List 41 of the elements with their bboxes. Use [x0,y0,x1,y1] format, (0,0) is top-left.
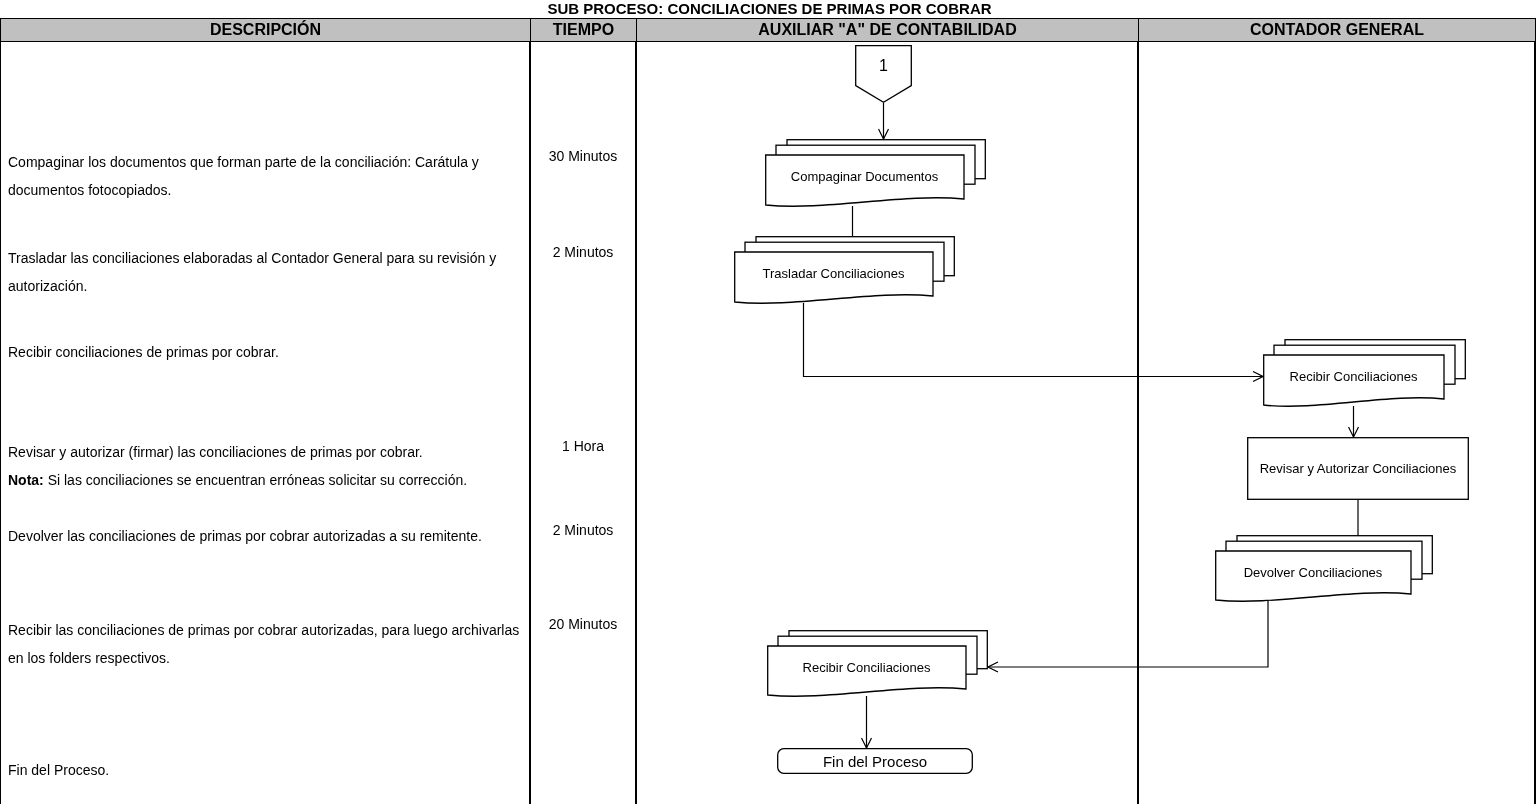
step-duration: 2 Minutos [551,521,615,540]
node-label: Fin del Proceso [822,752,928,770]
step-description: Trasladar las conciliaciones elaboradas al Contador General para su revisión y autorización. [8,249,498,296]
multi-document-shape [1215,535,1433,603]
diagram-title: SUB PROCESO: CONCILIACIONES DE PRIMAS POR COBRAR [546,0,993,18]
arrow [802,302,1264,383]
node-label: Devolver Conciliaciones [1243,563,1383,581]
arrow [987,600,1269,673]
multi-document-shape [767,630,988,698]
step-duration: 30 Minutos [547,147,619,166]
multi-document-shape [1263,339,1466,408]
step-description: Devolver las conciliaciones de primas por cobrar autorizadas a su remitente. [8,527,483,546]
multi-document-shape [765,139,986,208]
multi-document-shape [734,236,955,305]
step-description: Fin del Proceso. [8,761,111,780]
step-duration: 1 Hora [561,437,605,456]
off-page-connector [855,45,912,103]
connector-line [851,205,854,237]
step-duration: 20 Minutos [547,615,619,634]
column-header: DESCRIPCIÓN [0,18,531,42]
node-label: Trasladar Conciliaciones [762,265,905,282]
step-description: Recibir las conciliaciones de primas por cobrar autorizadas, para luego archivarlas en los folders respectivos. [8,621,521,668]
arrow [860,695,873,749]
step-description: Revisar y autorizar (firmar) las conciliaciones de primas por cobrar. [8,443,424,462]
node-label: Recibir Conciliaciones [802,658,931,676]
terminator-box [777,748,973,774]
step-description: Recibir conciliaciones de primas por cobrar. [8,343,280,362]
step-description: Nota: Si las conciliaciones se encuentran erróneas solicitar su corrección. [8,471,469,490]
process-box [1247,437,1469,500]
node-label: Compaginar Documentos [790,168,939,185]
step-description: Compaginar los documentos que forman parte de la conciliación: Carátula y documentos fotocopiados. [8,153,480,200]
column-header: CONTADOR GENERAL [1138,18,1536,42]
node-label: 1 [879,56,888,74]
column-header: TIEMPO [530,18,637,42]
connector-line [1357,499,1359,536]
arrow [877,102,890,140]
step-duration: 2 Minutos [551,243,615,262]
arrow [1347,405,1360,438]
column-header: AUXILIAR "A" DE CONTABILIDAD [636,18,1139,42]
node-label: Recibir Conciliaciones [1289,368,1418,385]
node-label: Revisar y Autorizar Conciliaciones [1259,460,1457,477]
